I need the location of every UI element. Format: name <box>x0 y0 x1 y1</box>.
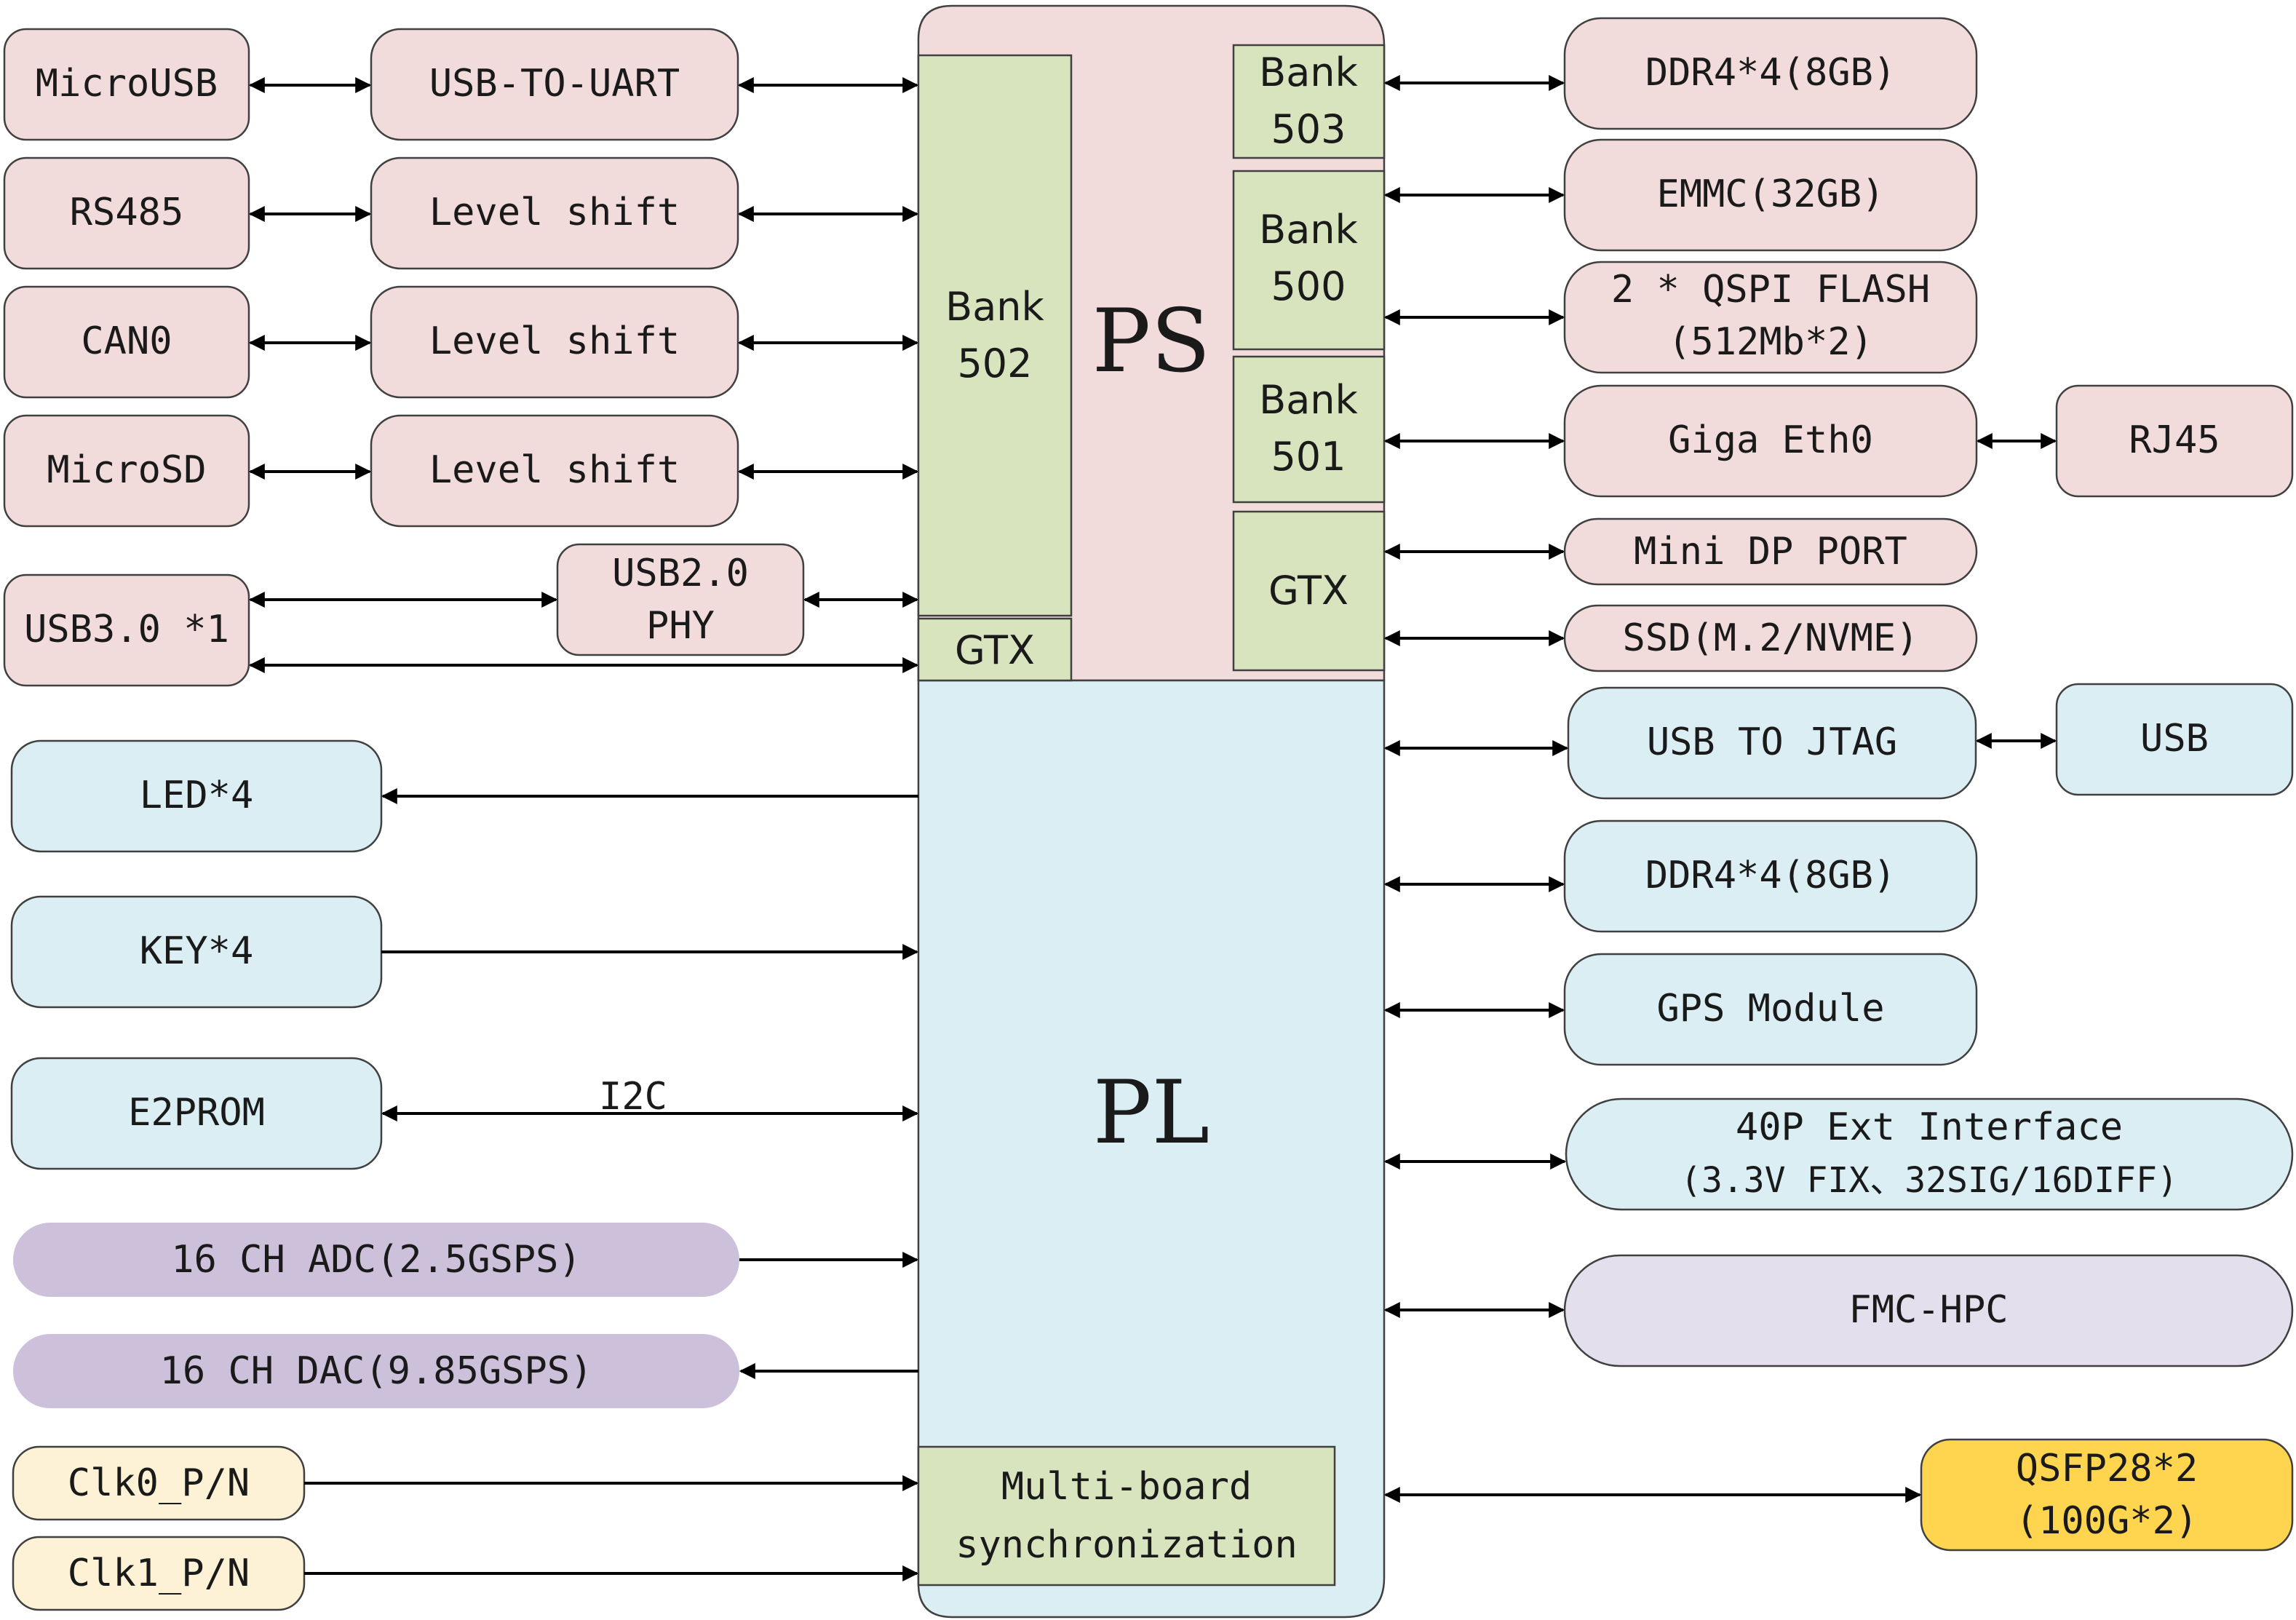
ddr4-pl-label: DDR4*4(8GB) <box>1645 854 1896 897</box>
bank-501-label-1: Bank <box>1259 377 1358 423</box>
right-pl-peripherals: USB TO JTAG USB DDR4*4(8GB) GPS Module 4… <box>1563 683 2294 1552</box>
giga-eth-label: Giga Eth0 <box>1668 418 1873 462</box>
key-label: KEY*4 <box>140 929 254 973</box>
connections <box>248 75 2057 1581</box>
sync-label-2: synchronization <box>956 1523 1298 1567</box>
right-ps-peripherals: DDR4*4(8GB) EMMC(32GB) 2 * QSPI FLASH (5… <box>1563 17 2294 672</box>
gtx-left <box>917 617 1073 682</box>
bank-503-label-1: Bank <box>1259 49 1358 95</box>
multi-board-sync <box>917 1445 1336 1587</box>
rj45-label: RJ45 <box>2129 418 2220 462</box>
ddr4-ps-label: DDR4*4(8GB) <box>1645 51 1896 95</box>
dac-label: 16 CH DAC(9.85GSPS) <box>160 1349 593 1393</box>
left-ps-peripherals: MicroUSB USB-TO-UART RS485 Level shift C… <box>3 28 805 687</box>
pl-region <box>917 679 1386 1619</box>
bank-503 <box>1232 44 1386 159</box>
level-shift-label-1: Level shift <box>429 191 680 234</box>
sync-label-1: Multi-board <box>1001 1465 1252 1509</box>
fmc-hpc-label: FMC-HPC <box>1848 1288 2008 1332</box>
qsfp-label-2: (100G*2) <box>2016 1499 2198 1543</box>
bank-500-label-1: Bank <box>1259 207 1358 253</box>
gtx-left-label: GTX <box>955 627 1035 673</box>
e2prom-label: E2PROM <box>128 1091 265 1135</box>
usb-to-jtag-label: USB TO JTAG <box>1647 720 1897 764</box>
microusb-label: MicroUSB <box>36 62 218 106</box>
microsd-label: MicroSD <box>47 448 206 492</box>
ps-label: PS <box>1092 291 1211 392</box>
mini-dp-label: Mini DP PORT <box>1634 530 1907 573</box>
bank-501-label-2: 501 <box>1271 434 1346 480</box>
qspi-label-2: (512Mb*2) <box>1668 320 1873 364</box>
gtx-right <box>1232 510 1386 672</box>
led-label: LED*4 <box>140 774 254 817</box>
dac-box <box>13 1334 739 1408</box>
rs485-label: RS485 <box>70 191 184 234</box>
usb30-label: USB3.0 *1 <box>24 608 229 651</box>
ext-interface-label-2: (3.3V FIX、32SIG/16DIFF) <box>1680 1160 2178 1201</box>
adc-box <box>13 1223 739 1297</box>
gps-label: GPS Module <box>1656 987 1884 1031</box>
fpga-core: PS PL Bank 502 GTX Bank 503 Bank 500 Ban… <box>917 4 1386 1619</box>
bank-501 <box>1232 355 1386 504</box>
level-shift-label-3: Level shift <box>429 448 680 492</box>
usb-to-uart-label: USB-TO-UART <box>429 62 680 106</box>
bank-500-label-2: 500 <box>1271 263 1346 309</box>
bank-503-label-2: 503 <box>1271 106 1346 152</box>
usb30-box <box>3 573 250 687</box>
usb20-phy-label-1: USB2.0 <box>612 552 749 595</box>
gtx-right-label: GTX <box>1268 568 1348 614</box>
clk0-label: Clk0_P/N <box>68 1461 250 1505</box>
bank-502-label-1: Bank <box>945 284 1044 330</box>
ext-interface-label-1: 40P Ext Interface <box>1736 1105 2123 1149</box>
bank-502 <box>917 54 1073 617</box>
usb-label: USB <box>2140 717 2209 761</box>
qsfp-label-1: QSFP28*2 <box>2016 1447 2198 1490</box>
emmc-label: EMMC(32GB) <box>1656 172 1884 216</box>
left-pl-peripherals: LED*4 KEY*4 E2PROM I2C 16 CH ADC(2.5GSPS… <box>10 739 739 1611</box>
clk1-label: Clk1_P/N <box>68 1552 250 1595</box>
level-shift-label-2: Level shift <box>429 319 680 363</box>
bank-502-label-2: 502 <box>957 341 1032 386</box>
bank-500 <box>1232 170 1386 351</box>
ssd-label: SSD(M.2/NVME) <box>1623 616 1919 660</box>
usb20-phy-label-2: PHY <box>646 604 715 648</box>
ddr4-ps-box <box>1563 17 1978 130</box>
can0-label: CAN0 <box>81 319 172 363</box>
pl-label: PL <box>1093 1063 1209 1164</box>
qspi-label-1: 2 * QSPI FLASH <box>1611 268 1930 311</box>
adc-label: 16 CH ADC(2.5GSPS) <box>171 1238 581 1282</box>
